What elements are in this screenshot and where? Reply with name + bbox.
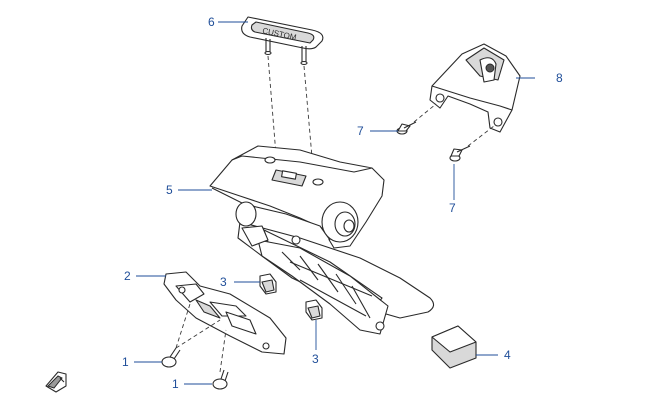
callout-7-lower: 7 [449,201,456,215]
part-3-clip-right[interactable] [305,299,323,321]
part-7-screw-upper[interactable] [396,121,417,135]
callout-2: 2 [124,269,131,283]
part-2-plate-holder[interactable] [163,271,287,355]
callout-5: 5 [166,183,173,197]
callout-7-upper: 7 [357,124,364,138]
callout-8: 8 [556,71,563,85]
callout-3-right: 3 [312,352,319,366]
part-6-badge-plate[interactable]: CUSTOM [241,16,324,66]
direction-arrow-icon [45,371,67,393]
part-5-main-bracket[interactable] [209,145,435,335]
part-8-rear-bracket[interactable] [429,43,521,133]
callout-1-upper: 1 [122,355,129,369]
part-4-reflector[interactable] [431,325,477,369]
callout-4: 4 [504,348,511,362]
part-1-screw-upper[interactable] [161,347,181,368]
callout-3-left: 3 [220,275,227,289]
part-3-clip-left[interactable] [259,273,277,295]
part-1-screw-lower[interactable] [212,369,229,390]
callout-6: 6 [208,15,215,29]
callout-leaders [134,21,535,385]
part-7-screw-lower[interactable] [449,145,471,162]
callout-1-lower: 1 [172,377,179,391]
